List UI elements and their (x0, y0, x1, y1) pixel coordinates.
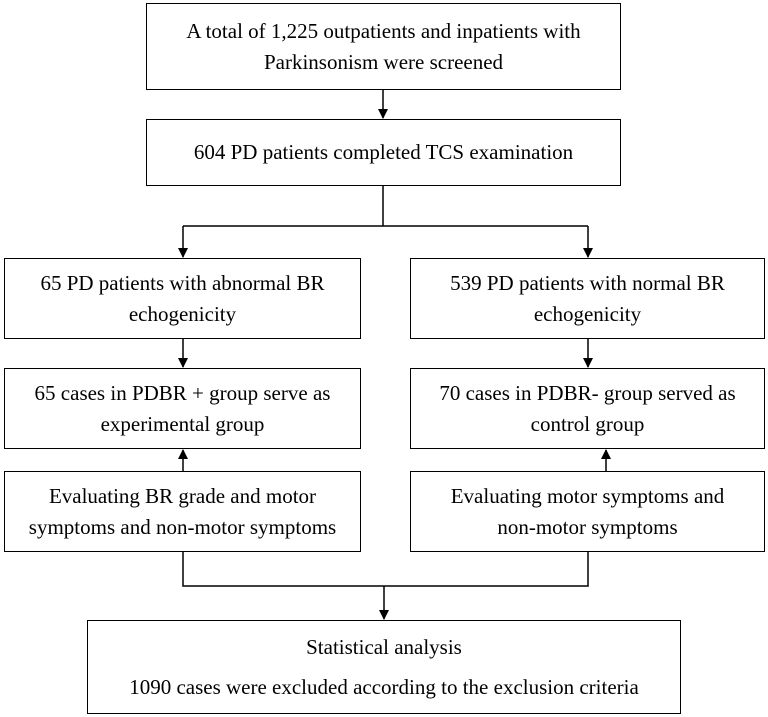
experimental-group-line-2: experimental group (100, 411, 265, 436)
abnormal-br-box: 65 PD patients with abnormal BR echogeni… (4, 258, 361, 339)
screened-box: A total of 1,225 outpatients and inpatie… (146, 3, 621, 90)
normal-br-line-1: 539 PD patients with normal BR (450, 270, 725, 295)
eval-control-box: Evaluating motor symptoms and non-motor … (410, 471, 765, 552)
screened-line-1: A total of 1,225 outpatients and inpatie… (186, 18, 581, 43)
normal-br-box: 539 PD patients with normal BR echogenic… (410, 258, 765, 339)
tcs-completed-line-1: 604 PD patients completed TCS examinatio… (193, 140, 574, 164)
control-group-box: 70 cases in PDBR- group served as contro… (410, 368, 765, 449)
experimental-group-line-1: 65 cases in PDBR + group serve as (34, 380, 331, 405)
abnormal-br-line-1: 65 PD patients with abnormal BR (40, 270, 325, 295)
statistical-analysis-box: Statistical analysis 1090 cases were exc… (87, 620, 681, 714)
normal-br-line-2: echogenicity (533, 301, 642, 326)
eval-experimental-line-1: Evaluating BR grade and motor (48, 483, 317, 508)
screened-line-2: Parkinsonism were screened (263, 49, 504, 74)
tcs-completed-box: 604 PD patients completed TCS examinatio… (146, 119, 621, 186)
experimental-group-box: 65 cases in PDBR + group serve as experi… (4, 368, 361, 449)
eval-experimental-line-2: symptoms and non-motor symptoms (28, 514, 337, 539)
eval-control-line-1: Evaluating motor symptoms and (450, 483, 725, 508)
eval-control-line-2: non-motor symptoms (497, 514, 678, 539)
connector-eval-merge (182, 552, 589, 587)
exclusion-note: 1090 cases were excluded according to th… (129, 675, 639, 699)
abnormal-br-line-2: echogenicity (128, 301, 237, 326)
eval-experimental-box: Evaluating BR grade and motor symptoms a… (4, 471, 361, 552)
control-group-line-2: control group (530, 411, 645, 436)
statistical-analysis-title: Statistical analysis (306, 635, 462, 659)
control-group-line-1: 70 cases in PDBR- group served as (439, 380, 736, 405)
